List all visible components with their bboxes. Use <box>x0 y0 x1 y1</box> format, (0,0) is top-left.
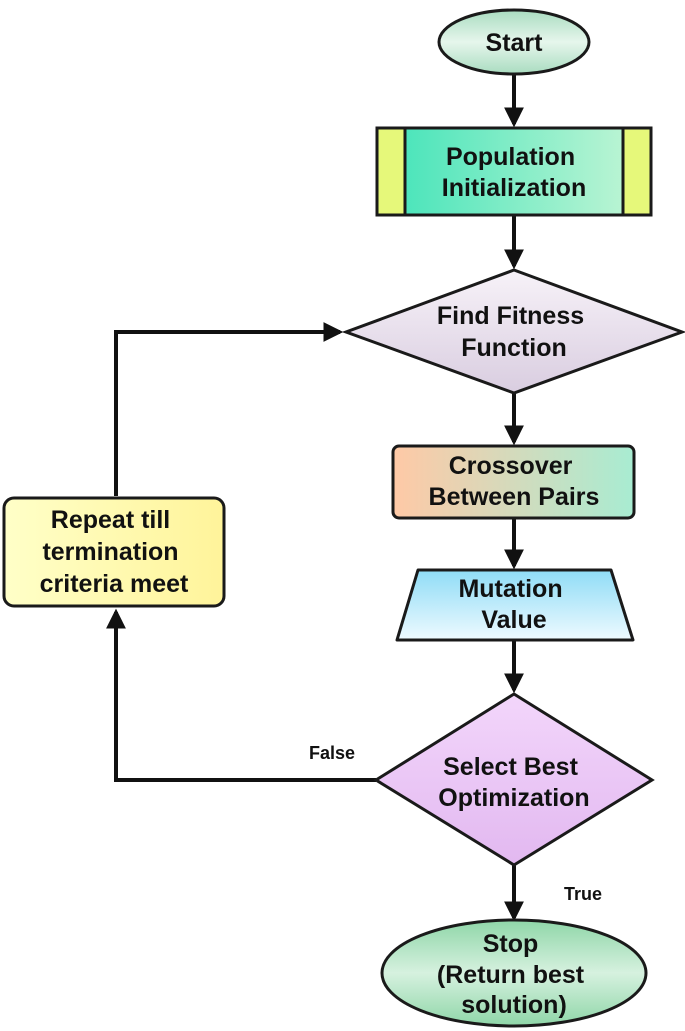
repeat-shape <box>2 496 226 608</box>
select-best-node: Select Best Optimization <box>373 692 655 867</box>
find-fitness-shape <box>341 268 685 395</box>
stop-line-3: solution) <box>461 991 567 1019</box>
mutation-shape <box>395 568 635 642</box>
mutation-label: Mutation Value <box>458 575 569 634</box>
start-label: Start <box>486 29 544 57</box>
edge-select-false-to-repeat <box>106 608 376 782</box>
mutation-line-2: Value <box>481 606 546 634</box>
stop-shape <box>380 918 648 1028</box>
mutation-node: Mutation Value <box>395 568 635 642</box>
population-init-right-bar <box>621 126 653 217</box>
select-best-line-2: Optimization <box>438 784 589 812</box>
crossover-shape <box>391 444 636 520</box>
start-shape <box>437 8 591 76</box>
find-fitness-line-1: Find Fitness <box>437 302 584 330</box>
population-init-line-1: Population <box>446 143 575 171</box>
select-best-label: Select Best Optimization <box>438 753 589 812</box>
crossover-label: Crossover Between Pairs <box>429 452 600 511</box>
stop-line-1: Stop <box>483 930 539 958</box>
repeat-line-2: termination <box>42 538 178 566</box>
crossover-line-2: Between Pairs <box>429 483 600 511</box>
stop-line-2: (Return best <box>437 961 585 989</box>
stop-node: Stop (Return best solution) <box>380 918 648 1028</box>
crossover-line-1: Crossover <box>449 452 573 480</box>
true-label: True <box>564 884 602 904</box>
select-best-line-1: Select Best <box>443 753 578 781</box>
find-fitness-node: Find Fitness Function <box>341 268 685 395</box>
population-init-node: Population Initialization <box>375 126 653 217</box>
false-label: False <box>309 743 355 763</box>
repeat-label: Repeat till termination criteria meet <box>40 506 189 598</box>
population-init-label: Population Initialization <box>442 143 586 202</box>
start-node: Start <box>437 8 591 76</box>
crossover-node: Crossover Between Pairs <box>391 444 636 520</box>
mutation-line-1: Mutation <box>458 575 562 603</box>
repeat-node: Repeat till termination criteria meet <box>2 496 226 608</box>
repeat-line-3: criteria meet <box>40 570 189 598</box>
start-label-line-1: Start <box>486 29 544 57</box>
find-fitness-line-2: Function <box>461 334 567 362</box>
select-best-shape <box>373 692 655 867</box>
population-init-left-bar <box>375 126 407 217</box>
population-init-line-2: Initialization <box>442 174 586 202</box>
stop-label: Stop (Return best solution) <box>437 930 591 1019</box>
repeat-line-1: Repeat till <box>51 506 170 534</box>
edges <box>106 74 524 922</box>
edge-repeat-to-fitness <box>114 322 344 496</box>
find-fitness-label: Find Fitness Function <box>437 302 591 362</box>
